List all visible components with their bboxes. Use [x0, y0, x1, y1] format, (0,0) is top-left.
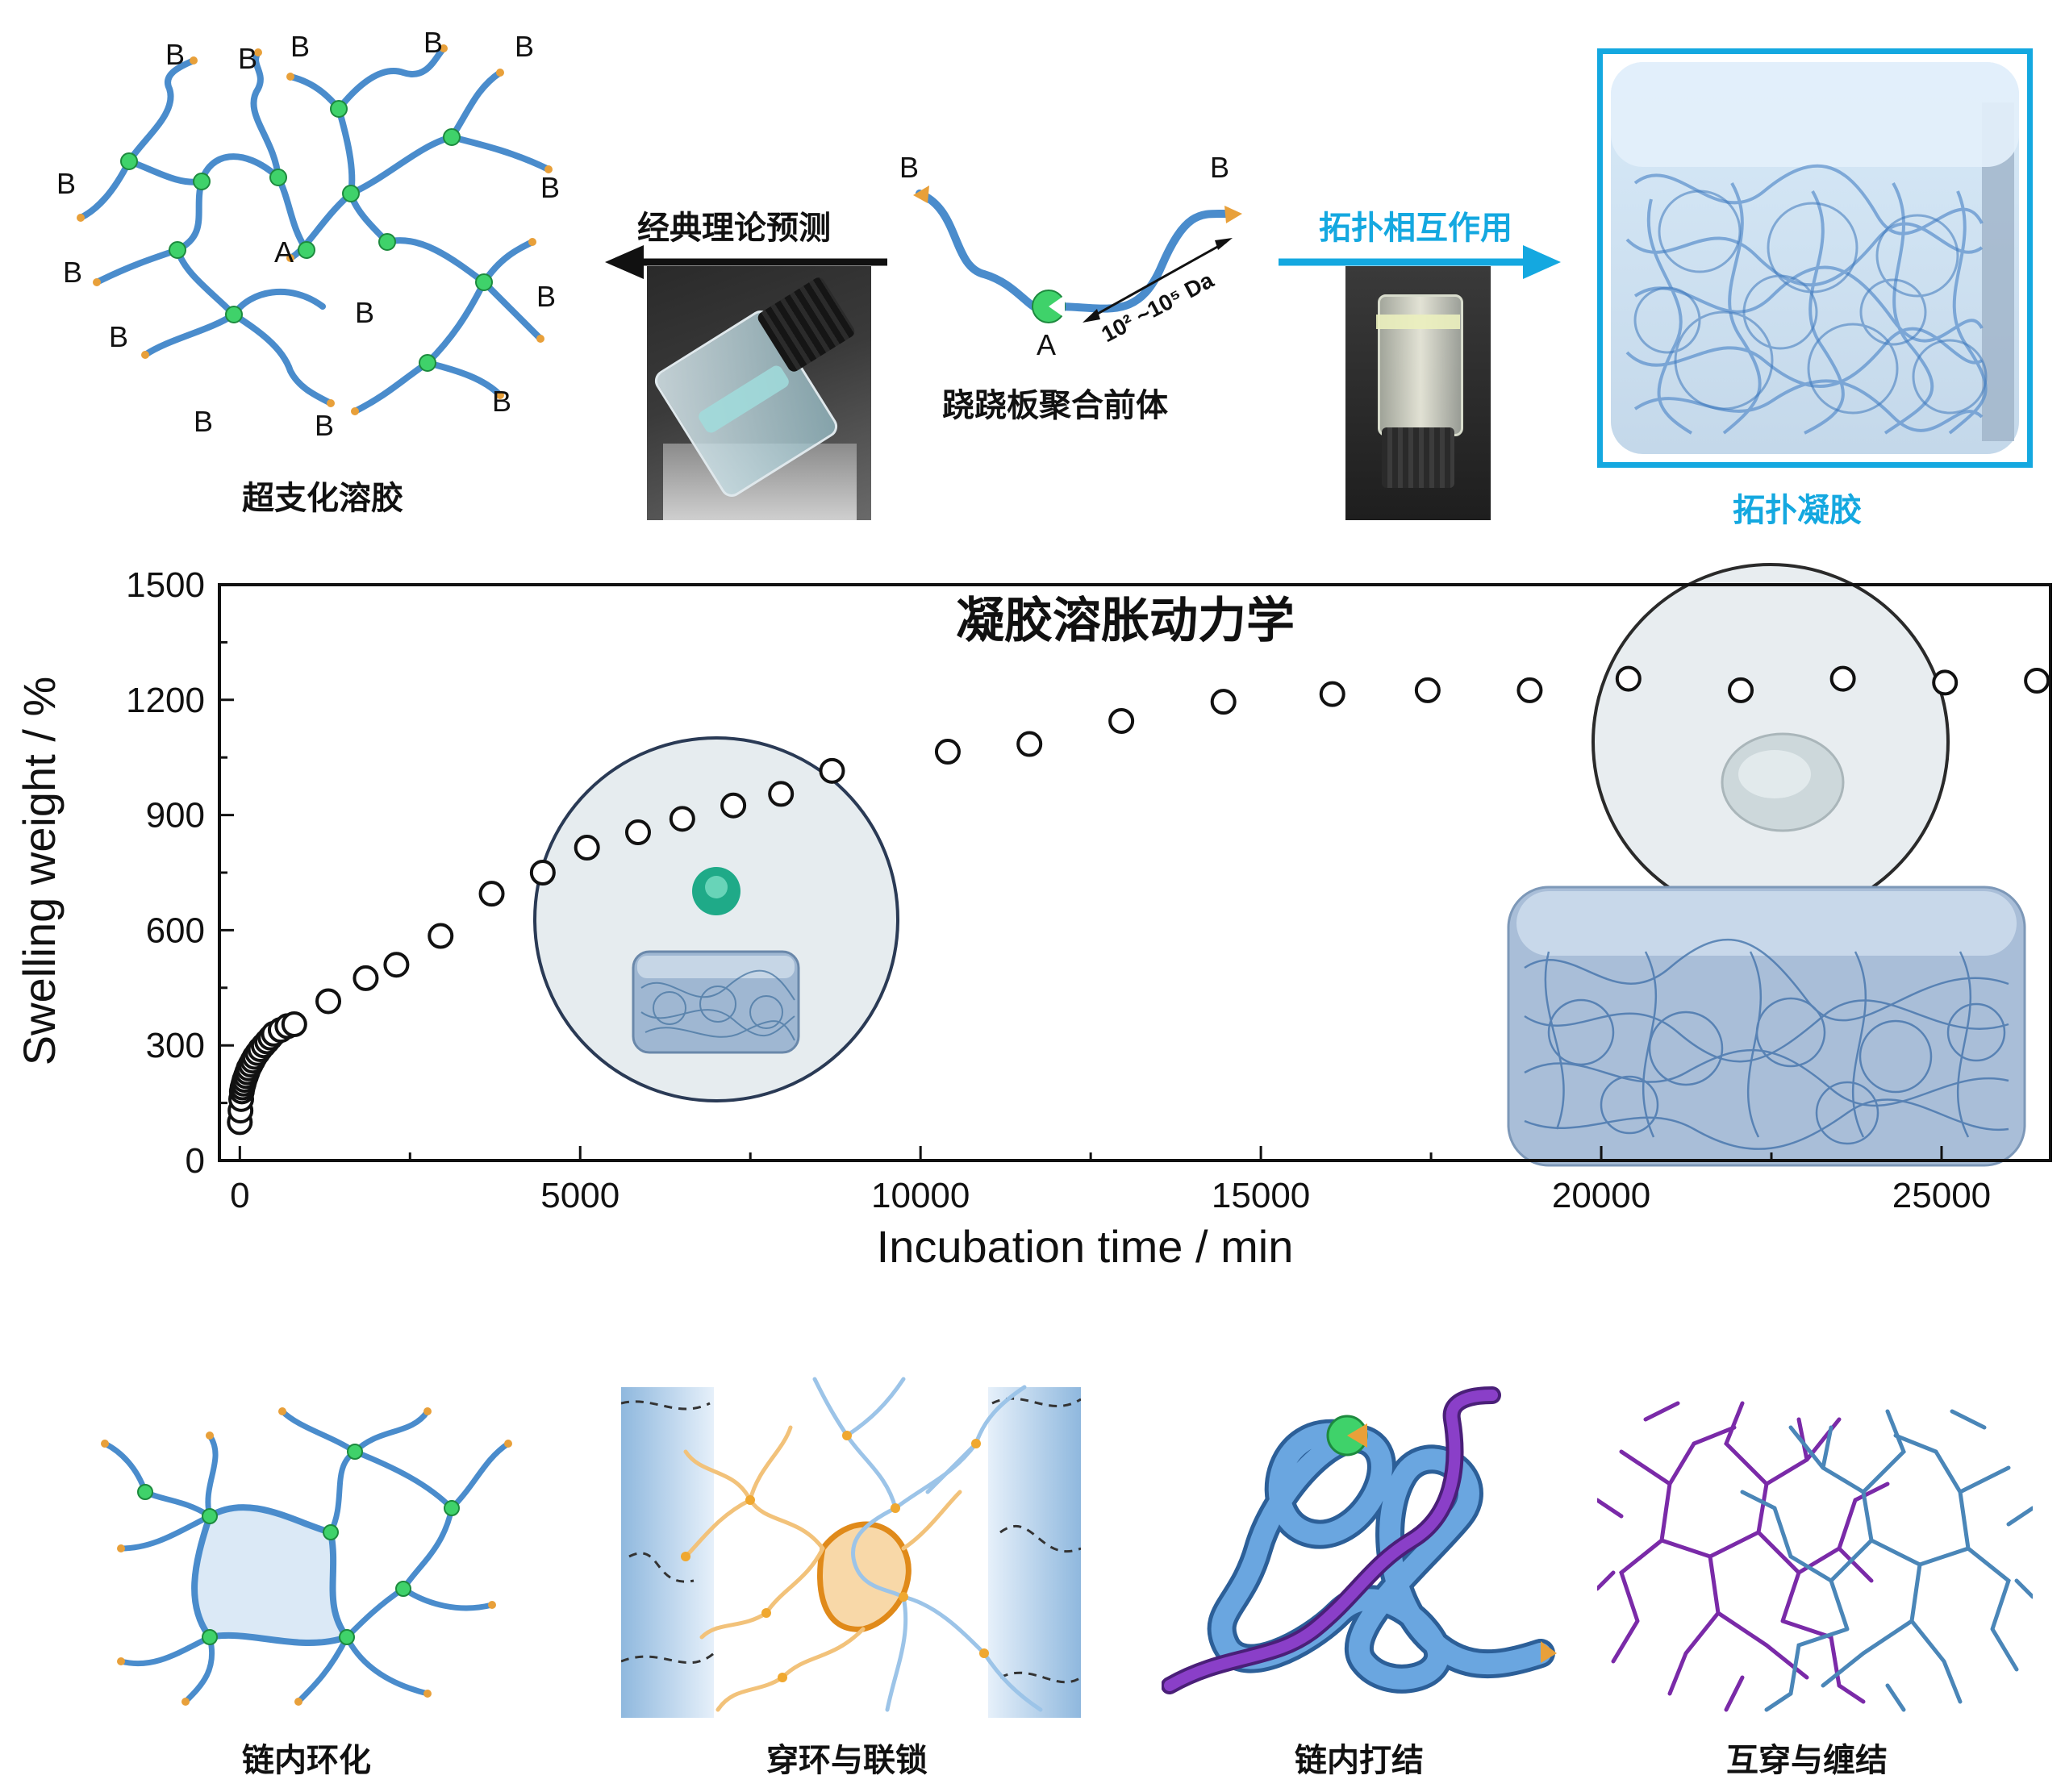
data-point: [720, 792, 747, 819]
y-tick-label: 0: [186, 1141, 205, 1181]
data-point: [315, 988, 342, 1015]
hyperbranched-sol-diagram: B B B B B B B B B B B B B B A: [56, 26, 560, 442]
classical-theory-label: 经典理论预测: [637, 210, 831, 247]
data-point: [1016, 731, 1043, 757]
chart-title: 凝胶溶胀动力学: [956, 593, 1295, 649]
data-point: [768, 781, 795, 807]
data-point: [819, 757, 845, 784]
label-b: B: [165, 38, 185, 71]
label-b: B: [56, 167, 76, 200]
data-point: [1319, 681, 1345, 707]
inset-photo-small-gel: [533, 736, 899, 1102]
topological-gel-frame: [1597, 48, 2033, 468]
data-point: [624, 819, 651, 846]
data-point: [383, 952, 410, 978]
data-point: [2024, 668, 2050, 694]
seesaw-precursor-caption: 跷跷板聚合前体: [942, 387, 1168, 424]
caption-threading-interlocking: 穿环与联锁: [766, 1742, 928, 1779]
data-point: [1728, 677, 1754, 703]
data-point: [353, 965, 379, 991]
interpenetration-entanglement-diagram: [1597, 1401, 2033, 1712]
label-b: B: [899, 151, 919, 184]
y-axis-label: Swelling weight / %: [14, 677, 65, 1065]
label-b: B: [1210, 151, 1229, 184]
threading-interlocking-diagram: [621, 1377, 1081, 1718]
topological-gel-caption: 拓扑凝胶: [1733, 492, 1862, 529]
y-tick-label: 1200: [126, 681, 205, 720]
label-b: B: [536, 280, 556, 313]
data-point: [281, 1011, 307, 1038]
data-point: [529, 860, 556, 886]
data-point: [934, 739, 961, 765]
label-b: B: [515, 30, 534, 63]
x-tick-label: 0: [230, 1176, 249, 1215]
vial-photo-inverted: [1345, 266, 1491, 520]
label-b: B: [540, 171, 560, 204]
label-b: B: [492, 385, 511, 418]
hyperbranched-sol-caption: 超支化溶胶: [242, 480, 403, 517]
y-tick-label: 300: [146, 1026, 205, 1065]
x-tick-label: 20000: [1552, 1176, 1650, 1215]
swelling-kinetics-chart: 0 5000 10000 15000 20000 25000 0 300 600 900 1200 1…: [14, 563, 2052, 1272]
data-point: [1615, 665, 1642, 692]
data-point: [1414, 677, 1441, 703]
data-point: [669, 806, 695, 832]
data-point: [1516, 677, 1543, 703]
caption-intrachain-knotting: 链内打结: [1295, 1742, 1424, 1779]
label-b: B: [423, 26, 443, 59]
label-b: B: [315, 409, 334, 442]
data-point: [574, 835, 600, 861]
caption-interpenetration-entanglement: 互穿与缠结: [1726, 1742, 1888, 1779]
seesaw-precursor-diagram: B B A 10² ~10⁵ Da: [899, 151, 1242, 361]
label-b: B: [290, 30, 310, 63]
label-b: B: [355, 296, 374, 329]
data-point: [428, 923, 454, 949]
x-tick-label: 10000: [871, 1176, 970, 1215]
arrow-right-icon: [1279, 245, 1561, 279]
x-tick-label: 15000: [1212, 1176, 1310, 1215]
caption-intrachain-cyclization: 链内环化: [242, 1742, 371, 1779]
inset-photo-swollen-gel: [1507, 563, 2026, 1167]
y-tick-label: 600: [146, 911, 205, 950]
vial-photo-tilted: [647, 266, 871, 520]
intrachain-cyclization-diagram: [101, 1407, 512, 1706]
arrow-left-icon: [605, 245, 887, 279]
data-point: [478, 881, 505, 907]
x-tick-label: 5000: [540, 1176, 620, 1215]
data-point: [1210, 689, 1237, 715]
label-b: B: [194, 405, 213, 438]
topological-gel-illustration: [1611, 62, 2019, 454]
topological-interaction-label: 拓扑相互作用: [1319, 210, 1512, 247]
data-point: [1829, 665, 1856, 692]
label-b: B: [109, 320, 128, 353]
label-a: A: [274, 235, 294, 269]
data-point: [1108, 707, 1135, 734]
x-axis-label: Incubation time / min: [877, 1221, 1294, 1272]
label-b: B: [63, 256, 82, 289]
label-a: A: [1037, 328, 1056, 361]
y-tick-label: 1500: [126, 565, 205, 605]
intrachain-knotting-diagram: [1162, 1386, 1557, 1694]
x-tick-label: 25000: [1892, 1176, 1991, 1215]
y-tick-label: 900: [146, 796, 205, 836]
label-b: B: [238, 42, 257, 75]
data-point: [1932, 669, 1959, 696]
